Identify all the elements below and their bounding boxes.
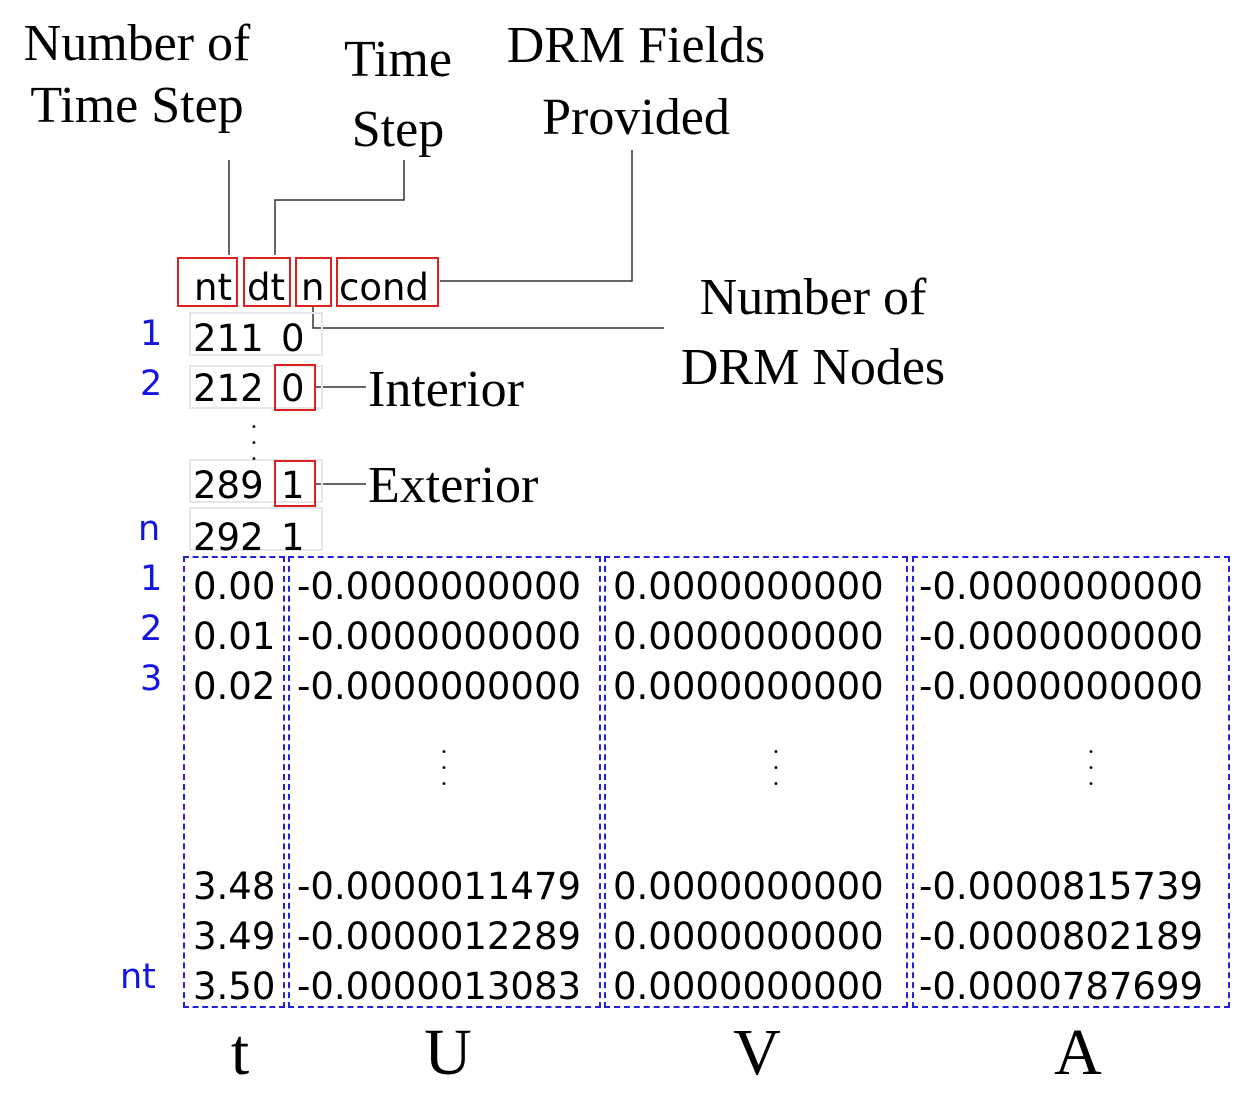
column-box-u [288, 556, 601, 1008]
node-flag: 0 [281, 317, 305, 360]
time-row-index: 2 [140, 609, 163, 649]
interior-flag-highlight [274, 364, 316, 411]
u-value: -0.0000011479 [297, 865, 582, 908]
node-flag: 1 [281, 516, 305, 559]
exterior-label: Exterior [368, 457, 539, 514]
leader-cond [440, 150, 633, 282]
exterior-flag-highlight [274, 460, 316, 507]
node-row-box [189, 459, 323, 503]
a-value: -0.0000802189 [919, 915, 1204, 958]
interior-label: Interior [368, 361, 524, 418]
time-value: 3.48 [193, 865, 276, 908]
a-value: -0.0000815739 [919, 865, 1204, 908]
column-box-v [604, 556, 908, 1008]
column-label-u: U [424, 1016, 472, 1089]
node-rows-ellipsis: • • • [251, 422, 257, 465]
time-value: 0.01 [193, 615, 276, 658]
node-row-box [189, 312, 323, 356]
highlight-box-cond [336, 257, 439, 307]
node-id: 211 [193, 317, 264, 360]
node-row-box [189, 365, 323, 409]
node-id: 292 [193, 516, 264, 559]
a-column-ellipsis: • • • [1088, 747, 1094, 790]
time-row-index: 3 [140, 659, 163, 699]
v-value: 0.0000000000 [613, 665, 884, 708]
time-value: 0.02 [193, 665, 276, 708]
column-box-a [912, 556, 1230, 1008]
node-id: 212 [193, 367, 264, 410]
v-value: 0.0000000000 [613, 965, 884, 1008]
a-value: -0.0000000000 [919, 615, 1204, 658]
leader-dt [274, 160, 405, 255]
highlight-box-dt [243, 257, 291, 307]
v-value: 0.0000000000 [613, 565, 884, 608]
node-row-index: 2 [140, 364, 163, 404]
drm-fields-label: DRM Fields Provided [506, 17, 766, 146]
a-value: -0.0000000000 [919, 565, 1204, 608]
column-label-a: A [1054, 1016, 1102, 1089]
header-field-n: n [301, 266, 325, 309]
a-value: -0.0000787699 [919, 965, 1204, 1008]
header-field-nt: nt [194, 266, 232, 309]
time-value: 3.49 [193, 915, 276, 958]
time-row-index: nt [120, 957, 156, 997]
time-row-index: 1 [140, 559, 163, 599]
node-flag: 1 [281, 464, 305, 507]
highlight-box-nt [177, 257, 238, 307]
u-value: -0.0000000000 [297, 565, 582, 608]
number-of-time-step-label: Number of Time Step [23, 15, 251, 134]
u-value: -0.0000012289 [297, 915, 582, 958]
v-value: 0.0000000000 [613, 615, 884, 658]
a-value: -0.0000000000 [919, 665, 1204, 708]
leader-n [312, 307, 664, 329]
u-column-ellipsis: • • • [441, 747, 447, 790]
column-label-t: t [230, 1016, 250, 1089]
column-label-v: V [733, 1016, 781, 1089]
u-value: -0.0000013083 [297, 965, 582, 1008]
u-value: -0.0000000000 [297, 665, 582, 708]
number-of-drm-nodes-label: Number of DRM Nodes [680, 269, 946, 396]
highlight-box-n [295, 257, 332, 307]
u-value: -0.0000000000 [297, 615, 582, 658]
node-row-index: n [138, 509, 161, 549]
header-field-dt: dt [247, 266, 285, 309]
time-value: 0.00 [193, 565, 276, 608]
v-column-ellipsis: • • • [773, 747, 779, 790]
time-value: 3.50 [193, 965, 276, 1008]
node-id: 289 [193, 464, 264, 507]
node-row-index: 1 [140, 314, 163, 354]
column-box-t [183, 556, 285, 1008]
node-row-box [189, 507, 323, 551]
node-flag: 0 [281, 367, 305, 410]
v-value: 0.0000000000 [613, 915, 884, 958]
header-field-cond: cond [339, 266, 429, 309]
v-value: 0.0000000000 [613, 865, 884, 908]
time-step-label: Time Step [344, 31, 452, 158]
